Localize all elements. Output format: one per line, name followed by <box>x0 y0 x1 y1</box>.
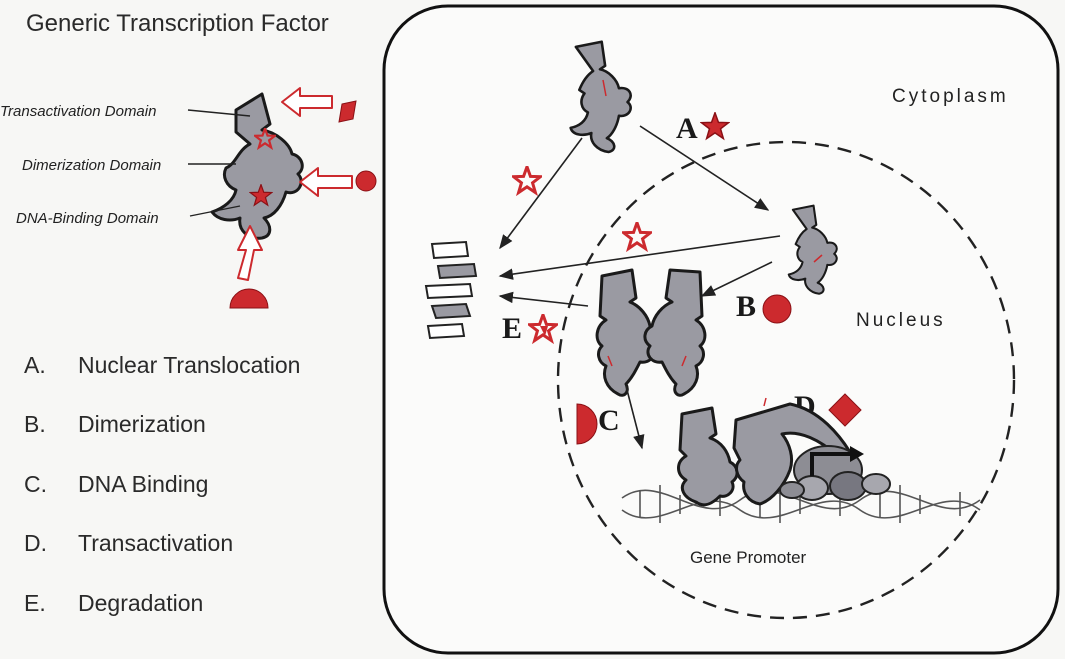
half-circle-ligand-icon <box>576 403 598 445</box>
legend-letter-c: C. <box>24 471 47 497</box>
generic-tf-protein <box>210 92 304 240</box>
legend-text-d: Transactivation <box>78 530 233 556</box>
dimerization-domain-label: Dimerization Domain <box>22 157 161 174</box>
arrow-dimer-degradation <box>498 291 589 307</box>
arrow-to-dna-binding-icon <box>237 225 263 281</box>
tf-dimer <box>595 268 707 397</box>
arrow-nuclear-degradation <box>498 235 781 280</box>
arrow-dna-binding <box>625 385 645 450</box>
arrow-to-transactivation-icon <box>281 87 333 117</box>
legend: A. Nuclear Translocation B. Dimerization… <box>24 352 300 616</box>
step-b-label: B <box>736 290 756 323</box>
step-a-label: A <box>676 112 698 145</box>
partial-star-ligand-icon <box>540 326 548 336</box>
legend-text-b: Dimerization <box>78 411 206 437</box>
arrow-dimerization <box>700 261 773 297</box>
dna-bound-dimer <box>677 397 852 507</box>
dna-binding-domain-label: DNA-Binding Domain <box>16 210 159 227</box>
circle-ligand-icon <box>355 170 377 192</box>
step-c-label: C <box>598 404 620 437</box>
nucleus-membrane <box>556 140 1016 620</box>
half-circle-ligand-icon <box>229 288 269 309</box>
dna-helix <box>621 485 981 523</box>
cytoplasm-label: Cytoplasm <box>892 86 1009 107</box>
pathway-arrows <box>498 125 781 450</box>
diagram-title: Generic Transcription Factor <box>26 10 329 37</box>
activation-mark-icon <box>607 355 613 367</box>
nuclear-tf-monomer <box>787 204 838 295</box>
legend-text-a: Nuclear Translocation <box>78 352 300 378</box>
diamond-ligand-icon <box>828 393 862 427</box>
transactivation-leader-line <box>187 109 251 117</box>
degraded-tf-fragment <box>424 240 478 340</box>
legend-text-e: Degradation <box>78 590 203 616</box>
arrow-to-nucleus <box>639 125 770 211</box>
activation-mark-icon <box>813 254 823 263</box>
activation-mark-icon <box>681 355 687 367</box>
ligand-binding-arrows <box>237 87 353 281</box>
circle-ligand-icon <box>762 294 792 324</box>
cytoplasmic-tf-monomer <box>569 40 633 154</box>
arrow-to-dimerization-icon <box>299 167 353 197</box>
activation-mark-icon <box>763 397 767 407</box>
nucleus-label: Nucleus <box>856 310 946 331</box>
dna-binding-leader-line <box>189 205 241 217</box>
legend-letter-e: E. <box>24 590 46 616</box>
legend-letter-b: B. <box>24 411 46 437</box>
diamond-ligand-icon <box>338 100 357 123</box>
legend-letter-a: A. <box>24 352 46 378</box>
activation-mark-icon <box>602 79 607 97</box>
transactivation-domain-label: Transactivation Domain <box>0 103 156 120</box>
step-e-label: E <box>502 312 522 345</box>
legend-letter-d: D. <box>24 530 47 556</box>
transcription-start-arrow-icon <box>810 446 864 476</box>
legend-text-c: DNA Binding <box>78 471 208 497</box>
gene-promoter-label: Gene Promoter <box>690 548 807 567</box>
arrow-cyto-degradation <box>499 137 583 250</box>
